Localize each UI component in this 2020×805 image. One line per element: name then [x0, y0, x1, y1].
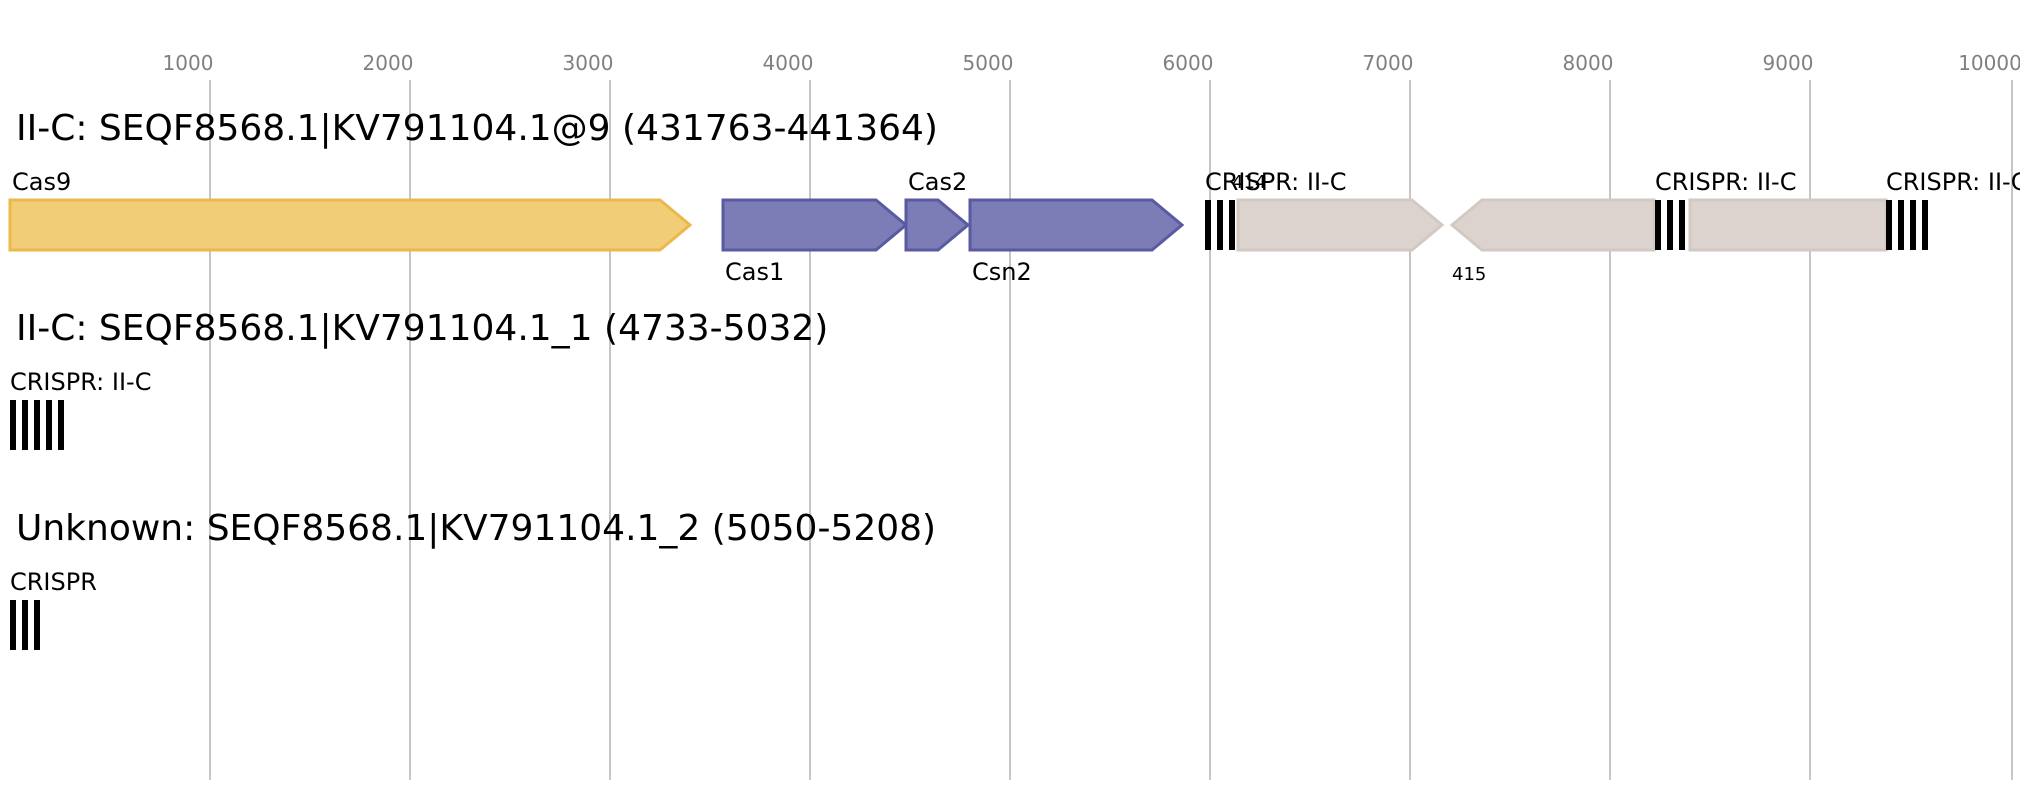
crispr-repeat: [34, 600, 40, 650]
crispr-repeat: [1886, 200, 1892, 250]
tick-label: 7000: [1363, 51, 1414, 75]
tick-label: 9000: [1763, 51, 1814, 75]
gene-414-label: 414: [1232, 172, 1266, 193]
crispr-repeat: [1898, 200, 1904, 250]
crispr-array: [1655, 200, 1685, 250]
gene-cas9-label: Cas9: [12, 168, 71, 196]
gene-cas2-arrow: [904, 198, 971, 252]
crispr-array: [1886, 200, 1928, 250]
crispr-label: CRISPR: [10, 568, 97, 596]
gene-csn2-arrow: [968, 198, 1185, 252]
gene-unlabeled-arrow: [1688, 198, 1888, 252]
locus-title: II-C: SEQF8568.1|KV791104.1_1 (4733-5032…: [16, 308, 828, 349]
crispr-repeat: [1679, 200, 1685, 250]
gene-415-label: 415: [1452, 264, 1486, 285]
gene-cas1-label: Cas1: [725, 258, 784, 286]
crispr-repeat: [22, 400, 28, 450]
locus-row: Unknown: SEQF8568.1|KV791104.1_2 (5050-5…: [10, 508, 936, 650]
tick-label: 8000: [1563, 51, 1614, 75]
gene-415-arrow: [1449, 198, 1656, 252]
crispr-repeat: [1910, 200, 1916, 250]
crispr-repeat: [1205, 200, 1211, 250]
tick-label: 5000: [963, 51, 1014, 75]
tick-label: 4000: [763, 51, 814, 75]
crispr-repeat: [1655, 200, 1661, 250]
tick-label: 10000: [1958, 51, 2020, 75]
gene-csn2-label: Csn2: [972, 258, 1032, 286]
gene-cas1-arrow: [721, 198, 909, 252]
locus-row: II-C: SEQF8568.1|KV791104.1@9 (431763-44…: [8, 108, 2020, 286]
locus-title: Unknown: SEQF8568.1|KV791104.1_2 (5050-5…: [16, 508, 936, 549]
tick-label: 2000: [363, 51, 414, 75]
crispr-repeat: [22, 600, 28, 650]
crispr-array: [10, 400, 64, 450]
gene-cas9-arrow: [8, 198, 693, 252]
crispr-label: CRISPR: II-C: [1655, 168, 1796, 196]
crispr-repeat: [46, 400, 52, 450]
crispr-repeat: [1922, 200, 1928, 250]
crispr-array: [10, 600, 40, 650]
crispr-array: [1205, 200, 1235, 250]
crispr-repeat: [1217, 200, 1223, 250]
gene-414-arrow: [1236, 198, 1445, 252]
crispr-label: CRISPR: II-C: [1205, 168, 1346, 196]
crispr-label: CRISPR: II-C: [10, 368, 151, 396]
gene-cas2-label: Cas2: [908, 168, 967, 196]
crispr-repeat: [10, 400, 16, 450]
crispr-repeat: [1229, 200, 1235, 250]
crispr-repeat: [10, 600, 16, 650]
axis: 1000 2000 3000 4000 5000 6000 7000 8000 9000 1000…: [163, 51, 2020, 780]
crispr-repeat: [1667, 200, 1673, 250]
tick-label: 6000: [1163, 51, 1214, 75]
tick-label: 1000: [163, 51, 214, 75]
locus-title: II-C: SEQF8568.1|KV791104.1@9 (431763-44…: [16, 108, 938, 149]
crispr-repeat: [34, 400, 40, 450]
locus-row: II-C: SEQF8568.1|KV791104.1_1 (4733-5032…: [10, 308, 828, 450]
crispr-repeat: [58, 400, 64, 450]
crispr-label: CRISPR: II-C: [1886, 168, 2020, 196]
tick-label: 3000: [563, 51, 614, 75]
